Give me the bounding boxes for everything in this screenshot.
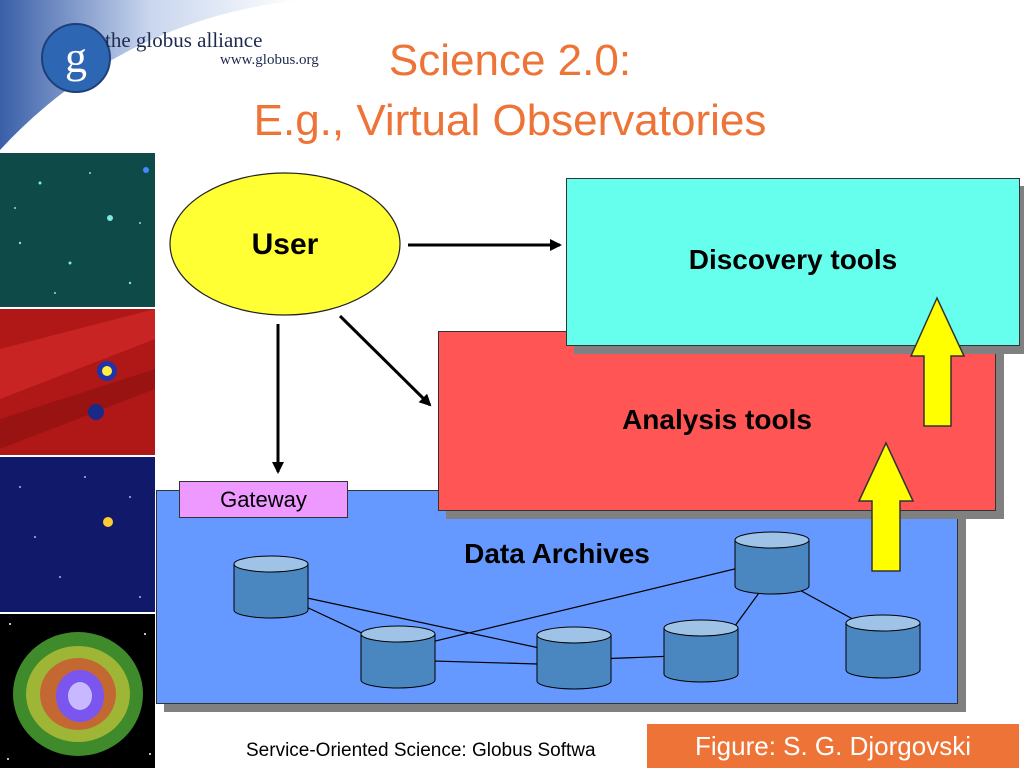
arrow-diagonal-icon (338, 314, 432, 407)
crab-nebula-image (0, 614, 155, 768)
discovery-tools-label: Discovery tools (688, 244, 898, 275)
svg-text:g: g (65, 33, 87, 82)
database-icon (734, 531, 810, 595)
slide-title-line2: E.g., Virtual Observatories (253, 96, 767, 145)
user-ellipse (169, 172, 401, 316)
database-icon (233, 555, 309, 619)
database-icon (360, 625, 436, 689)
starfield-green-image (0, 153, 155, 307)
logo-name: the globus alliance (105, 28, 263, 52)
logo-url: www.globus.org (220, 52, 319, 68)
data-archives-label: Data Archives (464, 538, 650, 569)
database-icon (663, 619, 739, 683)
database-icon (536, 626, 612, 690)
analysis-tools-label: Analysis tools (622, 404, 812, 435)
gateway-box: Gateway (179, 481, 348, 518)
database-icon (845, 614, 921, 679)
slide-title-line1: Science 2.0: (388, 36, 632, 85)
globus-logo-icon: g (41, 23, 111, 93)
red-source-image (0, 309, 155, 455)
up-arrow-icon (909, 296, 966, 427)
figure-credit: Figure: S. G. Djorgovski (647, 724, 1019, 768)
blue-starfield-image (0, 457, 155, 612)
user-label: User (251, 228, 319, 261)
footer-text: Service-Oriented Science: Globus Softwa (246, 740, 596, 761)
up-arrow-icon (857, 441, 915, 572)
